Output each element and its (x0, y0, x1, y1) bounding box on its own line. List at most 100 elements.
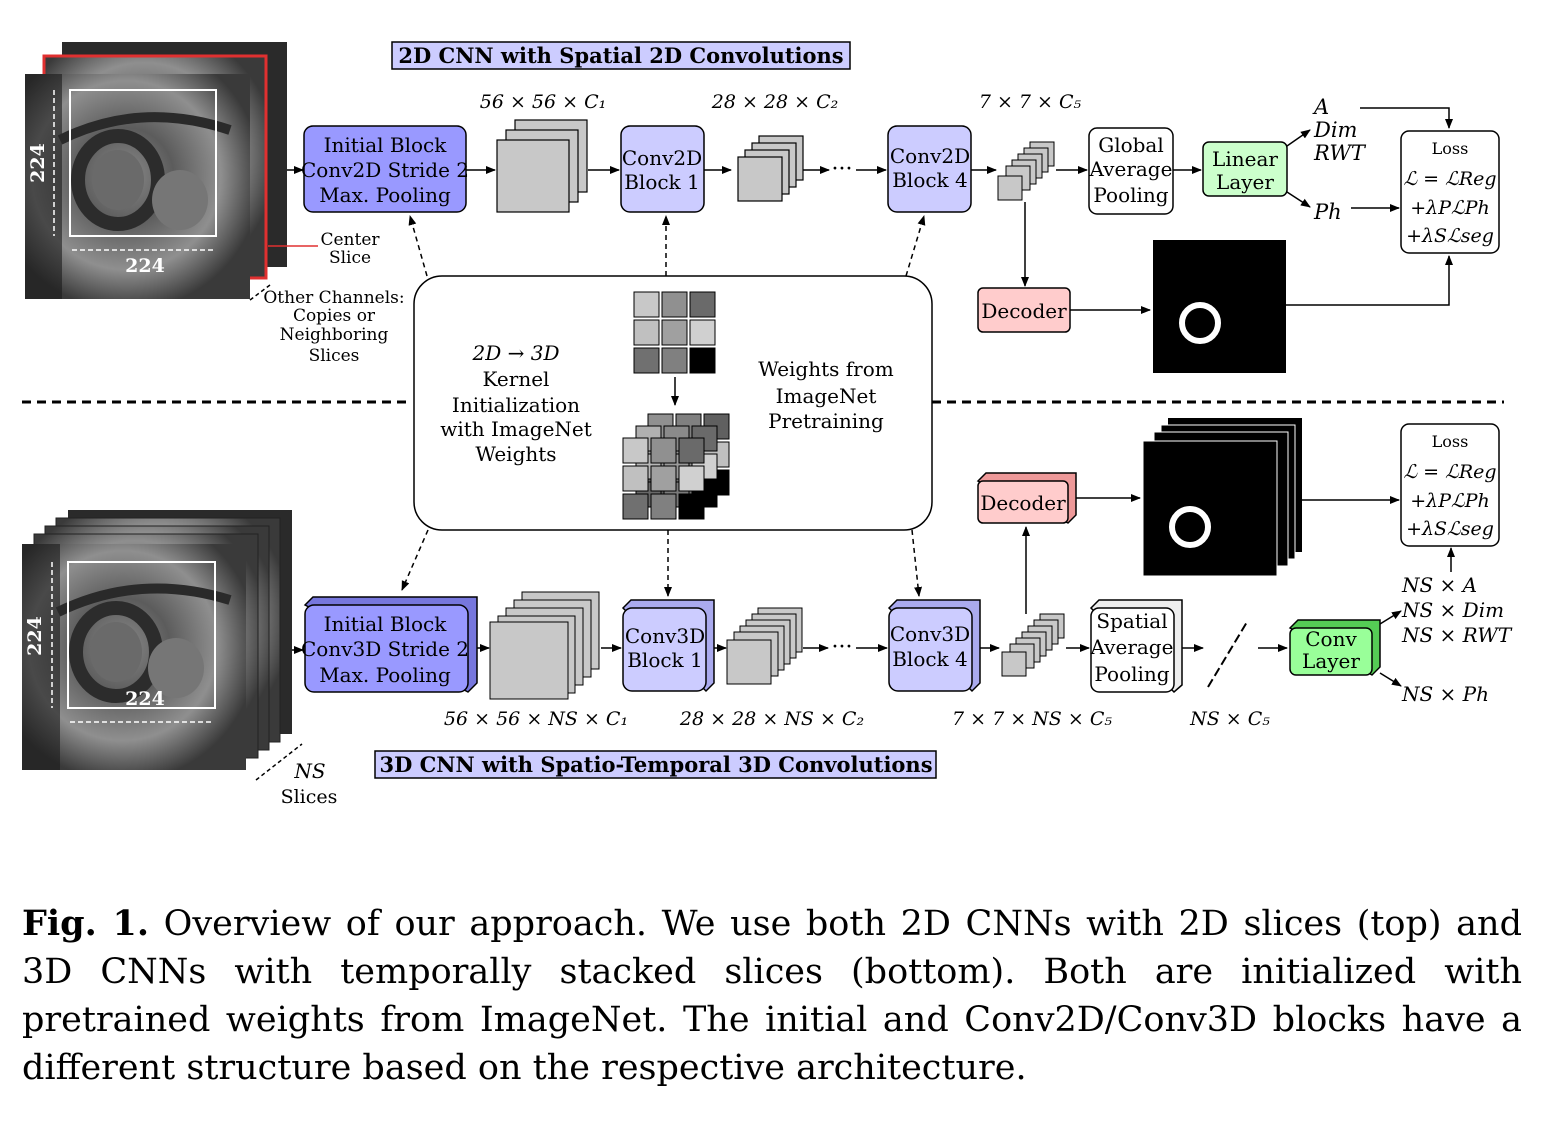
caption-text: Overview of our approach. We use both 2D… (22, 904, 1522, 1088)
kernel-init-panel: 2D → 3D Kernel Initialization with Image… (413, 275, 933, 531)
input-slices-3d: 224 224 (22, 510, 292, 770)
dim-56-3d: 56 × 56 × NS × C₁ (444, 708, 628, 730)
feature-map-7-3d (1001, 613, 1065, 677)
svg-text:Max. Pooling: Max. Pooling (319, 183, 451, 207)
output-a: A (1312, 95, 1329, 119)
svg-text:Conv3D Stride 2: Conv3D Stride 2 (301, 637, 469, 661)
conv3d-block-1: Conv3D Block 1 (621, 599, 715, 693)
svg-text:Conv2D: Conv2D (622, 146, 702, 170)
svg-text:Loss: Loss (1432, 432, 1469, 451)
slices-label: Slices (281, 786, 338, 808)
svg-text:+λPℒPh: +λPℒPh (1410, 197, 1489, 219)
svg-text:Block 4: Block 4 (892, 647, 968, 671)
other-channels-line2: Copies or (293, 306, 376, 326)
svg-text:Block 4: Block 4 (892, 168, 968, 192)
conv2d-block-4: Conv2D Block 4 (887, 125, 972, 213)
other-channels-line1: Other Channels: (263, 288, 404, 308)
svg-text:Conv2D Stride 2: Conv2D Stride 2 (301, 158, 469, 182)
svg-text:Conv3D: Conv3D (890, 622, 970, 646)
input-size-vertical-3d: 224 (24, 616, 46, 656)
initial-block-2d: Initial Block Conv2D Stride 2 Max. Pooli… (301, 125, 469, 213)
banner-3d: 3D CNN with Spatio-Temporal 3D Convoluti… (374, 750, 937, 779)
svg-text:Initialization: Initialization (452, 393, 580, 417)
feature-map-28-3d (726, 607, 803, 685)
svg-text:Conv2D: Conv2D (890, 144, 970, 168)
figure-caption: Fig. 1. Overview of our approach. We use… (22, 900, 1522, 1092)
svg-text:Layer: Layer (1216, 170, 1274, 194)
banner-2d: 2D CNN with Spatial 2D Convolutions (391, 41, 851, 70)
svg-text:Weights from: Weights from (758, 357, 894, 381)
kernel-3d-grid (622, 413, 730, 520)
dim-7-3d: 7 × 7 × NS × C₅ (952, 708, 1112, 730)
initial-block-3d: Initial Block Conv3D Stride 2 Max. Pooli… (301, 596, 478, 693)
svg-text:Kernel: Kernel (483, 367, 550, 391)
pooled-feature-vector (1207, 621, 1248, 688)
input-size-horizontal-3d: 224 (125, 688, 165, 710)
svg-text:Block 1: Block 1 (624, 170, 700, 194)
ns-label: NS (293, 759, 325, 783)
segmentation-mask-2d (1153, 240, 1286, 373)
svg-text:+λSℒseg: +λSℒseg (1406, 225, 1494, 247)
svg-text:Pretraining: Pretraining (768, 409, 884, 433)
output-rwt: RWT (1313, 141, 1367, 165)
ns-depth-indicator (255, 743, 303, 781)
svg-text:2D → 3D: 2D → 3D (472, 341, 560, 365)
decoder-3d: Decoder (976, 472, 1077, 524)
svg-text:Decoder: Decoder (980, 491, 1066, 515)
feature-map-56-3d (489, 591, 600, 700)
ellipsis-2d: ··· (832, 157, 853, 182)
svg-text:Pooling: Pooling (1093, 183, 1168, 207)
other-channels-line4: Slices (309, 346, 360, 366)
svg-text:Global: Global (1098, 133, 1164, 157)
center-slice-line2: Slice (329, 248, 371, 268)
dim-28-3d: 28 × 28 × NS × C₂ (679, 708, 864, 730)
kernel-2d-grid (633, 291, 716, 374)
input-size-vertical: 224 (27, 143, 49, 183)
svg-text:+λPℒPh: +λPℒPh (1410, 490, 1489, 512)
conv2d-block-1: Conv2D Block 1 (620, 125, 705, 213)
dim-7-2d: 7 × 7 × C₅ (979, 91, 1082, 113)
dim-28-2d: 28 × 28 × C₂ (711, 91, 839, 113)
loss-box-3d: Loss ℒ = ℒReg +λPℒPh +λSℒseg (1400, 423, 1500, 547)
architecture-diagram: 2D CNN with Spatial 2D Convolutions 224 … (22, 41, 1513, 808)
decoder-2d: Decoder (977, 287, 1071, 333)
other-channels-line3: Neighboring (280, 325, 389, 345)
dim-56-2d: 56 × 56 × C₁ (480, 91, 607, 113)
svg-text:Block 1: Block 1 (627, 648, 703, 672)
svg-text:Decoder: Decoder (981, 299, 1067, 323)
weight-transfer-arrows (401, 215, 926, 597)
svg-text:Pooling: Pooling (1094, 662, 1169, 686)
linear-layer: Linear Layer (1202, 141, 1288, 197)
feature-map-28-2d (737, 135, 804, 202)
svg-text:ℒ = ℒReg: ℒ = ℒReg (1403, 168, 1496, 190)
ellipsis-3d: ··· (832, 635, 853, 660)
svg-text:Weights: Weights (475, 442, 556, 466)
svg-text:Linear: Linear (1212, 147, 1278, 171)
svg-text:Layer: Layer (1302, 649, 1360, 673)
dim-ns-c5: NS × C₅ (1189, 708, 1270, 730)
output-ns-ph: NS × Ph (1401, 682, 1489, 706)
conv-layer-3d: Conv Layer (1288, 619, 1381, 676)
banner-3d-text: 3D CNN with Spatio-Temporal 3D Convoluti… (379, 752, 932, 777)
output-dim: Dim (1313, 118, 1357, 142)
svg-text:Average: Average (1090, 635, 1174, 659)
svg-text:Initial Block: Initial Block (324, 612, 448, 636)
svg-text:Average: Average (1089, 157, 1173, 181)
output-ph: Ph (1313, 200, 1342, 224)
segmentation-mask-stack-3d (1142, 418, 1302, 577)
input-size-horizontal: 224 (125, 255, 165, 277)
svg-text:Conv: Conv (1305, 627, 1357, 651)
svg-text:Spatial: Spatial (1096, 609, 1167, 633)
svg-text:ImageNet: ImageNet (776, 384, 877, 408)
center-slice-line1: Center (320, 230, 380, 250)
input-slices-2d: 224 224 (25, 42, 287, 299)
svg-text:+λSℒseg: +λSℒseg (1406, 518, 1494, 540)
svg-text:Initial Block: Initial Block (324, 133, 448, 157)
loss-box-2d: Loss ℒ = ℒReg +λPℒPh +λSℒseg (1400, 130, 1500, 254)
svg-text:Conv3D: Conv3D (625, 624, 705, 648)
svg-text:Loss: Loss (1432, 139, 1469, 158)
banner-2d-text: 2D CNN with Spatial 2D Convolutions (398, 43, 843, 68)
svg-text:with ImageNet: with ImageNet (440, 417, 592, 441)
output-ns-a: NS × A (1401, 573, 1477, 597)
svg-text:ℒ = ℒReg: ℒ = ℒReg (1403, 461, 1496, 483)
